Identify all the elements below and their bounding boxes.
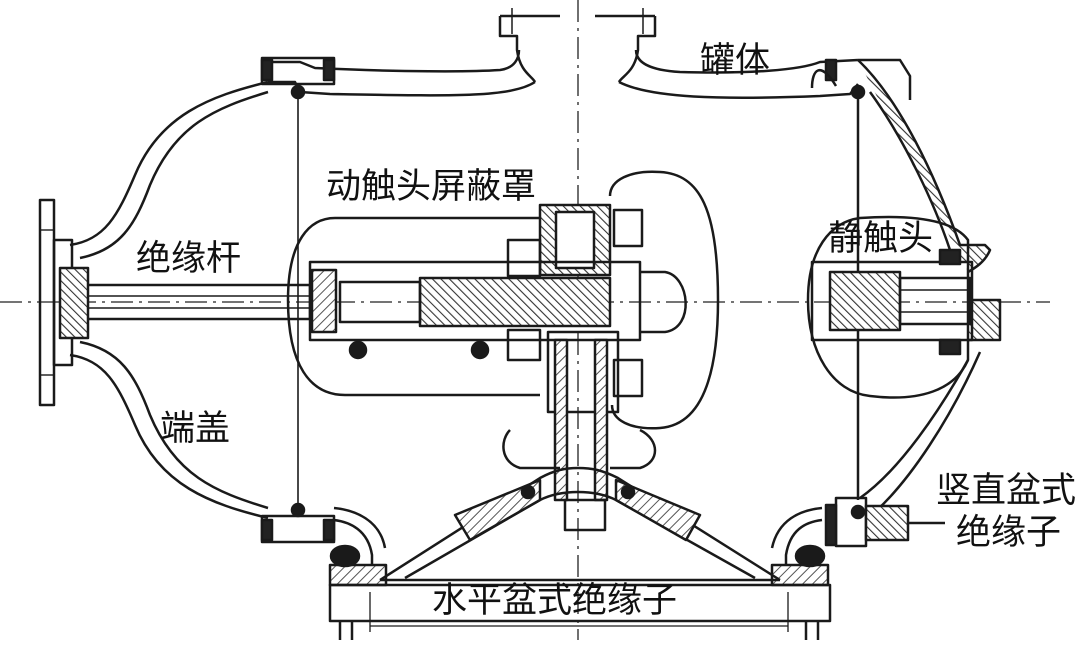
label-end-cover: 端盖 bbox=[160, 409, 230, 449]
left-flanges bbox=[260, 56, 336, 544]
dimension-line bbox=[369, 592, 789, 632]
moving-contact-shield-drawing bbox=[286, 170, 720, 430]
moving-contact-drawing bbox=[308, 208, 687, 398]
top-flange bbox=[498, 8, 657, 83]
static-contact-drawing bbox=[806, 215, 974, 399]
label-vertical-basin-insulator-2: 绝缘子 bbox=[956, 513, 1061, 553]
label-horizontal-basin-insulator: 水平盆式绝缘子 bbox=[432, 581, 677, 621]
label-static-contact: 静触头 bbox=[828, 219, 933, 259]
label-insulating-rod: 绝缘杆 bbox=[136, 239, 241, 279]
horizontal-basin-insulator-drawing bbox=[379, 466, 781, 582]
support-column-drawing bbox=[502, 330, 657, 532]
label-vertical-basin-insulator-1: 竖直盆式 bbox=[936, 471, 1076, 511]
lower-body bbox=[328, 506, 832, 640]
label-moving-contact-shield: 动触头屏蔽罩 bbox=[326, 167, 536, 207]
tank-shell bbox=[268, 49, 859, 100]
label-tank-body: 罐体 bbox=[700, 41, 770, 81]
labels: 罐体 动触头屏蔽罩 绝缘杆 静触头 端盖 竖直盆式 绝缘子 水平盆式绝缘子 bbox=[136, 41, 1076, 621]
